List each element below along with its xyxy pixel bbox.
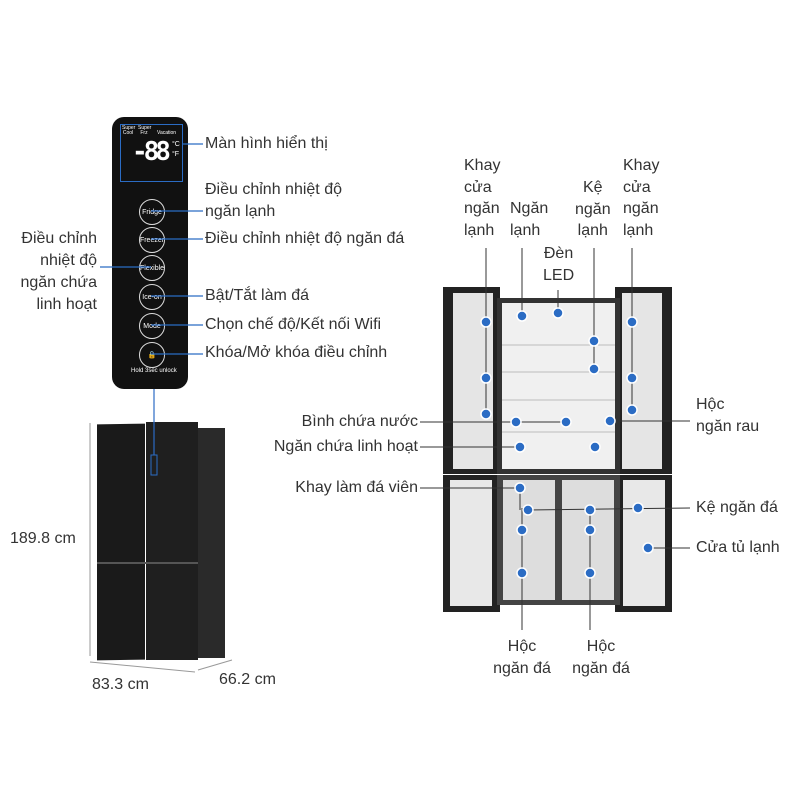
- depth-dimension: 66.2 cm: [219, 671, 276, 688]
- super-cool-label: Super Cool: [122, 125, 136, 136]
- label-lock: Khóa/Mở khóa điều chỉnh: [205, 344, 388, 361]
- label-fridge-2: ngăn lạnh: [205, 203, 276, 220]
- lock-button[interactable]: 🔒: [139, 342, 165, 368]
- width-dimension: 83.3 cm: [92, 676, 149, 693]
- vacation-label: Vacation: [157, 130, 177, 136]
- label-freezer-shelf: Kệ ngăn đá: [696, 499, 778, 516]
- label-flex-3: ngăn chứa: [20, 274, 97, 291]
- label-mode: Chọn chế độ/Kết nối Wifi: [205, 316, 382, 333]
- fridge-side: [198, 428, 225, 658]
- label-water-tank: Bình chứa nước: [301, 413, 418, 430]
- fahrenheit-unit: °F: [172, 151, 180, 158]
- fridge-divider: [97, 562, 198, 564]
- mode-button[interactable]: Mode: [139, 313, 165, 339]
- hold-unlock-text: Hold 3sec unlock: [131, 368, 177, 374]
- label-flex-2: nhiệt độ: [40, 252, 97, 269]
- label-display: Màn hình hiển thị: [205, 135, 328, 152]
- label-fridge-1: Điều chỉnh nhiệt độ: [205, 181, 342, 198]
- label-flex-compartment: Ngăn chứa linh hoạt: [273, 438, 418, 455]
- label-flex-1: Điều chỉnh: [21, 230, 97, 247]
- label-fridge-door: Cửa tủ lạnh: [696, 539, 780, 556]
- temperature-digits: -88: [132, 137, 171, 167]
- ice-on-button[interactable]: Ice-on: [139, 284, 165, 310]
- super-frz-label: Super Frz: [138, 125, 152, 136]
- flexible-button[interactable]: Flexible: [139, 255, 165, 281]
- celsius-unit: °C: [172, 141, 180, 148]
- fridge-button[interactable]: Fridge: [139, 199, 165, 225]
- label-ice: Bật/Tắt làm đá: [205, 287, 310, 304]
- label-ice-tray: Khay làm đá viên: [295, 479, 418, 496]
- label-freezer: Điều chỉnh nhiệt độ ngăn đá: [205, 230, 405, 247]
- height-dimension: 189.8 cm: [10, 530, 76, 547]
- display-screen: [120, 124, 183, 182]
- freezer-button[interactable]: Freezer: [139, 227, 165, 253]
- fridge-right-door: [146, 422, 198, 660]
- label-flex-4: linh hoạt: [36, 296, 98, 313]
